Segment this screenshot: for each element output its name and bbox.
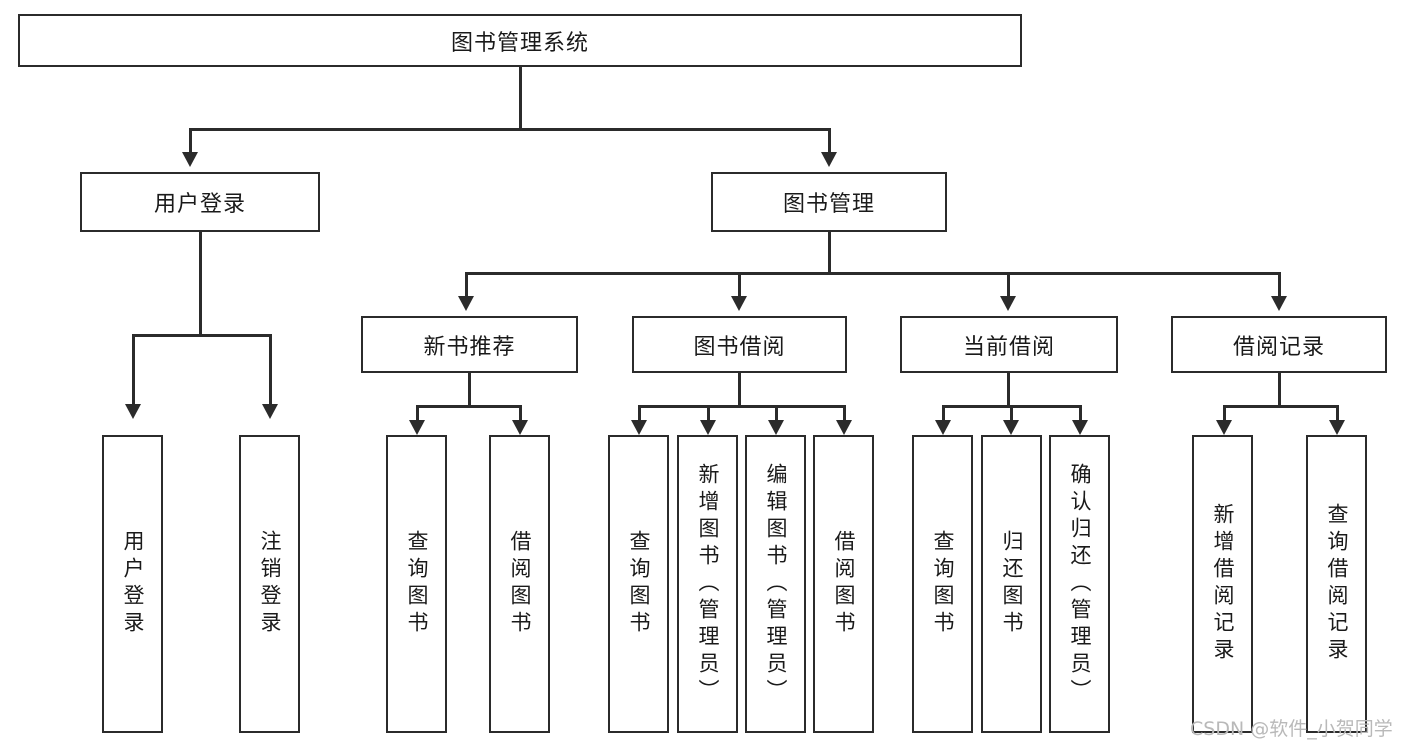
node-label: 用户登录	[121, 530, 145, 638]
node-user-login[interactable]: 用户登录	[80, 172, 320, 232]
connector-user-login-to-leaf-1	[132, 334, 135, 404]
connector-recommend-stem	[468, 373, 471, 407]
leaf-record-add-record[interactable]: 新增借阅记录	[1192, 435, 1253, 733]
node-label: 新增借阅记录	[1211, 503, 1235, 665]
node-label: 图书借阅	[693, 334, 786, 360]
connector-recommend-bus	[417, 405, 521, 408]
node-label: 查询图书	[405, 530, 429, 638]
arrow-book-mgmt-to-l3-1	[458, 296, 474, 311]
connector-record-stem	[1278, 373, 1281, 407]
node-label: 当前借阅	[962, 334, 1055, 360]
arrow-borrow-to-leaf-3	[768, 420, 784, 435]
leaf-current-confirm-return-admin[interactable]: 确认归还（管理员）	[1049, 435, 1110, 733]
node-borrow-record[interactable]: 借阅记录	[1171, 316, 1387, 373]
arrow-record-to-leaf-1	[1216, 420, 1232, 435]
node-new-book-recommend[interactable]: 新书推荐	[361, 316, 578, 373]
connector-record-to-leaf-1	[1223, 405, 1226, 421]
connector-borrow-to-leaf-1	[638, 405, 641, 421]
connector-book-mgmt-stem	[828, 232, 831, 274]
arrow-current-to-leaf-3	[1072, 420, 1088, 435]
connector-record-to-leaf-2	[1336, 405, 1339, 421]
arrow-user-login-to-leaf-1	[125, 404, 141, 419]
connector-current-stem	[1007, 373, 1010, 407]
arrow-current-to-leaf-2	[1003, 420, 1019, 435]
node-label: 图书管理系统	[450, 30, 589, 56]
connector-borrow-stem	[738, 373, 741, 407]
node-current-borrow[interactable]: 当前借阅	[900, 316, 1118, 373]
node-label: 查询借阅记录	[1325, 503, 1349, 665]
arrow-recommend-to-leaf-2	[512, 420, 528, 435]
connector-user-login-bus	[133, 334, 270, 337]
connector-book-mgmt-to-l3-4	[1278, 272, 1281, 296]
connector-user-login-stem	[199, 232, 202, 336]
leaf-borrow-borrow-book[interactable]: 借阅图书	[813, 435, 874, 733]
node-label: 查询图书	[931, 530, 955, 638]
leaf-logout[interactable]: 注销登录	[239, 435, 300, 733]
connector-borrow-bus	[639, 405, 845, 408]
node-book-management[interactable]: 图书管理	[711, 172, 947, 232]
node-label: 用户登录	[153, 192, 246, 217]
leaf-borrow-edit-book-admin[interactable]: 编辑图书（管理员）	[745, 435, 806, 733]
arrow-recommend-to-leaf-1	[409, 420, 425, 435]
connector-borrow-to-leaf-2	[707, 405, 710, 421]
leaf-current-return-book[interactable]: 归还图书	[981, 435, 1042, 733]
node-label: 确认归还（管理员）	[1068, 462, 1092, 706]
connector-user-login-to-leaf-2	[269, 334, 272, 404]
arrow-user-login-to-leaf-2	[262, 404, 278, 419]
connector-root-to-book-mgmt	[828, 128, 831, 152]
connector-book-mgmt-to-l3-1	[465, 272, 468, 296]
connector-recommend-to-leaf-2	[519, 405, 522, 421]
connector-book-mgmt-bus	[466, 272, 1280, 275]
connector-borrow-to-leaf-3	[775, 405, 778, 421]
node-label: 归还图书	[1000, 530, 1024, 638]
node-label: 查询图书	[627, 530, 651, 638]
arrow-borrow-to-leaf-4	[836, 420, 852, 435]
arrow-book-mgmt-to-l3-4	[1271, 296, 1287, 311]
connector-current-to-leaf-1	[942, 405, 945, 421]
node-label: 新增图书（管理员）	[696, 462, 720, 706]
arrow-book-mgmt-to-l3-2	[731, 296, 747, 311]
csdn-watermark: CSDN @软件_小贺同学	[1190, 718, 1393, 740]
node-label: 借阅图书	[832, 530, 856, 638]
node-root-system[interactable]: 图书管理系统	[18, 14, 1022, 67]
leaf-user-login[interactable]: 用户登录	[102, 435, 163, 733]
arrow-borrow-to-leaf-2	[700, 420, 716, 435]
leaf-recommend-query-book[interactable]: 查询图书	[386, 435, 447, 733]
node-label: 借阅记录	[1232, 334, 1325, 360]
arrow-root-to-book-mgmt	[821, 152, 837, 167]
node-label: 图书管理	[782, 192, 875, 217]
leaf-recommend-borrow-book[interactable]: 借阅图书	[489, 435, 550, 733]
connector-current-to-leaf-3	[1079, 405, 1082, 421]
leaf-record-query-record[interactable]: 查询借阅记录	[1306, 435, 1367, 733]
connector-root-bus	[190, 128, 831, 131]
connector-borrow-to-leaf-4	[843, 405, 846, 421]
leaf-current-query-book[interactable]: 查询图书	[912, 435, 973, 733]
connector-root-to-user-login	[189, 128, 192, 152]
connector-recommend-to-leaf-1	[416, 405, 419, 421]
connector-book-mgmt-to-l3-3	[1007, 272, 1010, 296]
arrow-current-to-leaf-1	[935, 420, 951, 435]
connector-record-bus	[1224, 405, 1338, 408]
connector-book-mgmt-to-l3-2	[738, 272, 741, 296]
node-label: 编辑图书（管理员）	[764, 462, 788, 706]
arrow-record-to-leaf-2	[1329, 420, 1345, 435]
arrow-root-to-user-login	[182, 152, 198, 167]
node-label: 借阅图书	[508, 530, 532, 638]
node-label: 注销登录	[258, 530, 282, 638]
leaf-borrow-add-book-admin[interactable]: 新增图书（管理员）	[677, 435, 738, 733]
connector-current-to-leaf-2	[1010, 405, 1013, 421]
arrow-book-mgmt-to-l3-3	[1000, 296, 1016, 311]
node-book-borrow[interactable]: 图书借阅	[632, 316, 847, 373]
node-label: 新书推荐	[423, 334, 516, 360]
connector-root-stem	[519, 67, 522, 130]
leaf-borrow-query-book[interactable]: 查询图书	[608, 435, 669, 733]
arrow-borrow-to-leaf-1	[631, 420, 647, 435]
